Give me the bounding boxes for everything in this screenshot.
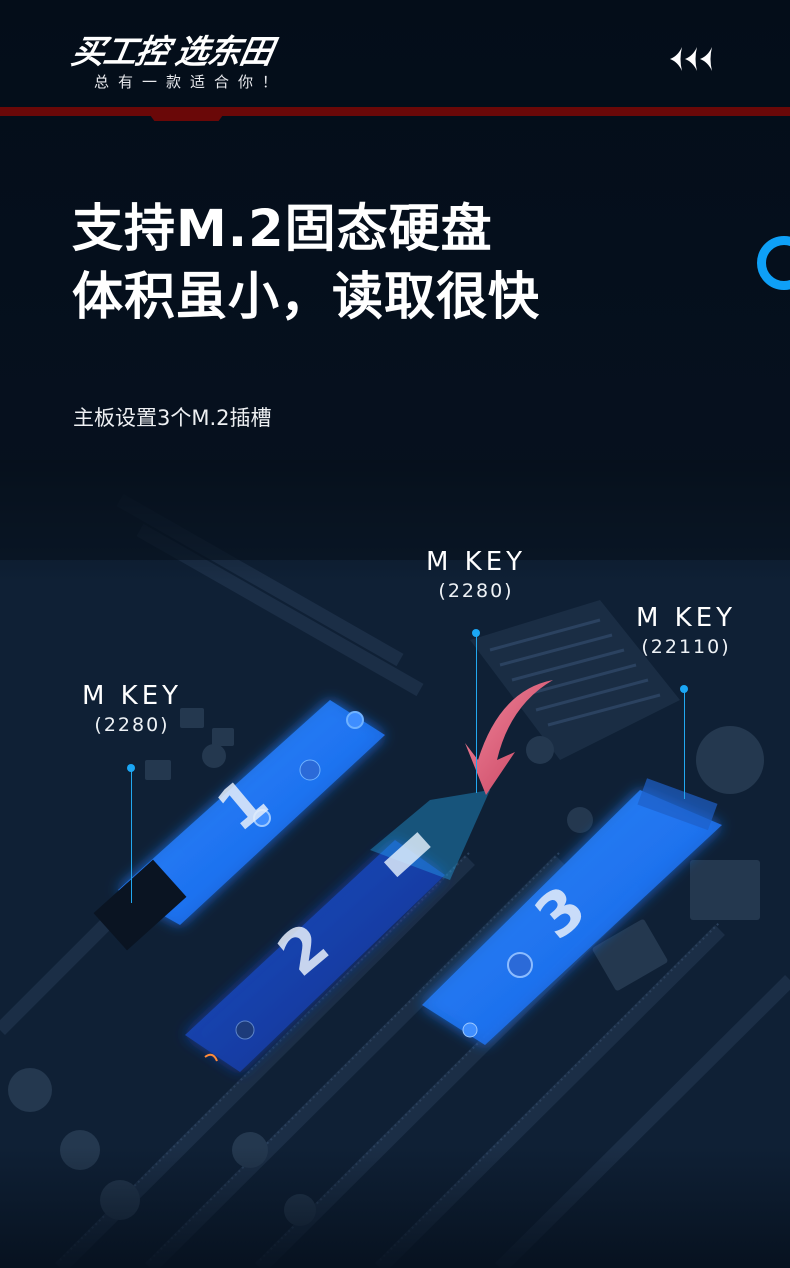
brand-logo: 买工控选东田 (68, 32, 325, 71)
slot-1-key: M KEY (81, 681, 183, 711)
slot-2-label: M KEY (2280) (420, 546, 532, 604)
triple-left-arrow-icon (670, 47, 712, 71)
slot-1-size: (2280) (94, 714, 170, 736)
subheadline: 主板设置3个M.2插槽 (73, 406, 272, 430)
back-button[interactable] (668, 46, 716, 72)
page-headline: 支持M.2固态硬盘 体积虽小，读取很快 (72, 196, 540, 332)
brand-tagline: 总有一款适合你！ (94, 73, 287, 91)
slot-3-size: (22110) (641, 636, 731, 658)
brand: 买工控选东田 总有一款适合你！ (68, 32, 325, 92)
headline-line-2: 体积虽小，读取很快 (72, 268, 541, 327)
header: 买工控选东田 总有一款适合你！ (0, 0, 790, 122)
header-divider (0, 107, 790, 116)
slot-3-key: M KEY (635, 603, 737, 633)
slot-2-key: M KEY (425, 547, 527, 577)
slot-3-pin-line (684, 689, 685, 799)
slot-1-pin-line (131, 768, 132, 903)
brand-logo-part2: 选东田 (172, 32, 276, 71)
brand-logo-part1: 买工控 (68, 32, 172, 71)
slot-3-label: M KEY (22110) (628, 602, 744, 660)
motherboard-graphic (0, 460, 790, 1268)
slot-1-label: M KEY (2280) (76, 680, 188, 738)
headline-line-1: 支持M.2固态硬盘 (72, 200, 493, 259)
slot-2-pin-line (476, 633, 477, 793)
slot-2-size: (2280) (438, 580, 514, 602)
header-divider-tab (150, 115, 223, 121)
motherboard-illustration: 1 2 3 M KEY (2280) M KEY (22110) M KEY (… (0, 460, 790, 1268)
decorative-ring-icon (757, 236, 790, 290)
